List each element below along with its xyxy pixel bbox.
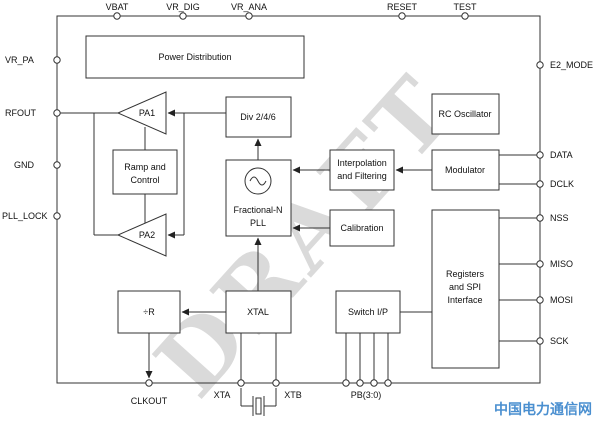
- registers-label-3: Interface: [447, 295, 482, 305]
- draft-watermark: DRAFT: [135, 54, 477, 417]
- label-gnd: GND: [14, 160, 35, 170]
- modulator-label: Modulator: [445, 165, 485, 175]
- pin-clkout: [145, 379, 153, 387]
- pa2-amplifier: PA2: [116, 213, 167, 257]
- pin-data: [536, 151, 544, 159]
- ramp-control-label-2: Control: [130, 175, 159, 185]
- pin-test: [461, 12, 469, 20]
- divider-block: Div 2/4/6: [225, 96, 292, 138]
- label-miso: MISO: [550, 259, 573, 269]
- sine-wave-icon: [249, 176, 267, 186]
- label-pb: PB(3:0): [351, 390, 382, 400]
- label-xta: XTA: [214, 390, 231, 400]
- divider-label: Div 2/4/6: [240, 112, 276, 122]
- chip-outline: [56, 15, 541, 384]
- pa1-amplifier: PA1: [116, 91, 167, 135]
- label-clkout: CLKOUT: [131, 396, 168, 406]
- label-sck: SCK: [550, 336, 569, 346]
- power-distribution-block: Power Distribution: [85, 35, 305, 79]
- label-reset: RESET: [387, 2, 418, 12]
- connections: [57, 109, 540, 383]
- pin-vbat: [113, 12, 121, 20]
- pin-vr-ana: [245, 12, 253, 20]
- pin-vr-pa: [53, 56, 61, 64]
- label-data: DATA: [550, 150, 573, 160]
- pin-pb0: [342, 379, 350, 387]
- pin-mosi: [536, 296, 544, 304]
- pa2-label: PA2: [139, 230, 155, 240]
- label-dclk: DCLK: [550, 179, 574, 189]
- ramp-control-label-1: Ramp and: [124, 162, 166, 172]
- rc-oscillator-label: RC Oscillator: [438, 109, 491, 119]
- rc-oscillator-block: RC Oscillator: [431, 93, 500, 135]
- r-divider-block: ÷R: [117, 290, 181, 334]
- label-vr-dig: VR_DIG: [166, 2, 200, 12]
- pin-xtb: [272, 379, 280, 387]
- pin-vr-dig: [179, 12, 187, 20]
- pa1-label: PA1: [139, 108, 155, 118]
- interpolation-filtering-block: Interpolation and Filtering: [329, 149, 395, 191]
- calibration-block: Calibration: [329, 209, 395, 247]
- ramp-control-block: Ramp and Control: [112, 149, 178, 195]
- label-rfout: RFOUT: [5, 108, 36, 118]
- r-divider-label: ÷R: [143, 307, 155, 317]
- pll-label-1: Fractional-N: [233, 205, 282, 215]
- registers-label-1: Registers: [446, 269, 485, 279]
- label-vr-ana: VR_ANA: [231, 2, 267, 12]
- label-test: TEST: [453, 2, 477, 12]
- calibration-label: Calibration: [340, 223, 383, 233]
- xtal-label: XTAL: [247, 307, 269, 317]
- switch-io-label: Switch I/P: [348, 307, 388, 317]
- label-pll-lock: PLL_LOCK: [2, 211, 48, 221]
- pin-gnd: [53, 161, 61, 169]
- pin-rfout: [53, 109, 61, 117]
- pll-block: Fractional-N PLL: [225, 159, 292, 237]
- registers-label-2: and SPI: [449, 282, 481, 292]
- pin-pll-lock: [53, 212, 61, 220]
- power-distribution-label: Power Distribution: [158, 52, 231, 62]
- pin-dclk: [536, 180, 544, 188]
- label-e2-mode: E2_MODE: [550, 60, 593, 70]
- pin-pb2: [370, 379, 378, 387]
- registers-spi-block: Registers and SPI Interface: [431, 209, 500, 369]
- label-mosi: MOSI: [550, 295, 573, 305]
- xtal-block: XTAL: [225, 290, 292, 334]
- site-watermark-text: 中国电力通信网: [494, 401, 592, 418]
- pin-nss: [536, 214, 544, 222]
- label-vbat: VBAT: [106, 2, 129, 12]
- pins: [53, 12, 544, 387]
- label-nss: NSS: [550, 213, 569, 223]
- switch-io-block: Switch I/P: [335, 290, 401, 334]
- interpolation-label-1: Interpolation: [337, 158, 387, 168]
- pin-xta: [237, 379, 245, 387]
- pin-e2-mode: [536, 61, 544, 69]
- pin-sck: [536, 337, 544, 345]
- pll-label-2: PLL: [250, 218, 266, 228]
- label-vr-pa: VR_PA: [5, 55, 34, 65]
- interpolation-label-2: and Filtering: [337, 171, 387, 181]
- pin-labels: VBAT VR_DIG VR_ANA RESET TEST VR_PA RFOU…: [2, 2, 593, 406]
- crystal-symbol: [240, 388, 277, 416]
- modulator-block: Modulator: [431, 149, 500, 191]
- pin-reset: [398, 12, 406, 20]
- pin-pb1: [356, 379, 364, 387]
- pin-pb3: [384, 379, 392, 387]
- pin-miso: [536, 260, 544, 268]
- label-xtb: XTB: [284, 390, 302, 400]
